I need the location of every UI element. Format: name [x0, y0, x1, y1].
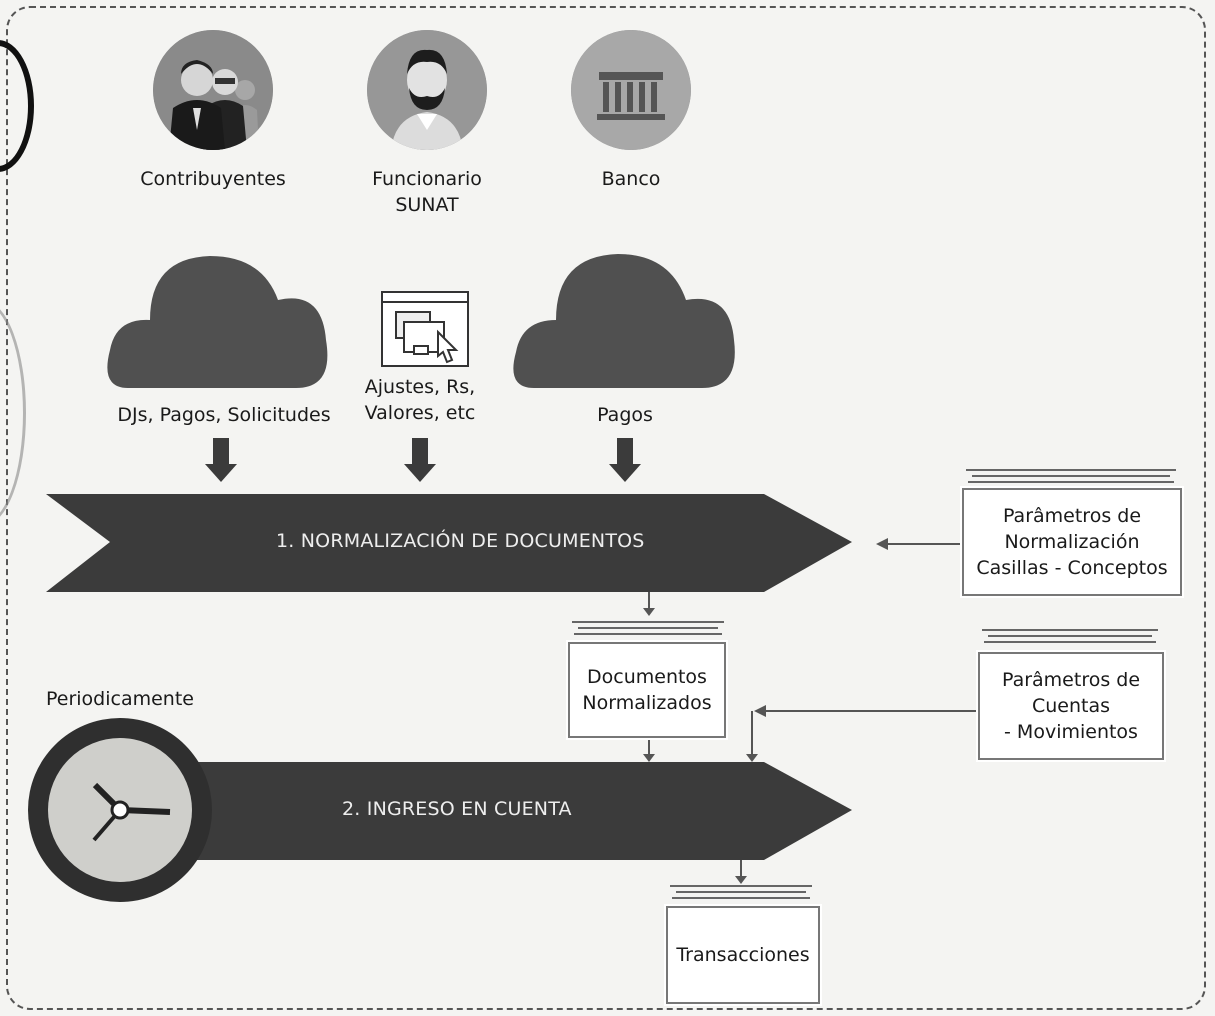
params-cuentas-label: Parâmetros de Cuentas - Movimientos [1001, 669, 1141, 743]
params-cuentas-box: Parâmetros de Cuentas - Movimientos [978, 652, 1164, 760]
clock-icon [28, 718, 212, 902]
diagram-frame [6, 6, 1206, 1010]
transacciones-label: Transacciones [676, 944, 810, 966]
stage2-label: 2. INGRESO EN CUENTA [342, 798, 572, 820]
periodicamente-label: Periodicamente [46, 688, 194, 710]
banco-label: Banco [601, 168, 661, 190]
cloud-icon [513, 254, 735, 388]
documentos-normalizados-label: Documentos Normalizados [582, 666, 712, 714]
channel-label-funcionario: Ajustes, Rs, Valores, etc [364, 376, 476, 424]
browser-window-icon [381, 291, 469, 367]
stage1-label: 1. NORMALIZACIÓN DE DOCUMENTOS [276, 530, 645, 552]
funcionario-label: Funcionario SUNAT [372, 168, 482, 216]
stage2-banner [120, 762, 852, 860]
funcionario-icon [367, 30, 487, 150]
stage1-banner [46, 494, 852, 592]
contribuyentes-icon [153, 30, 273, 150]
documentos-normalizados-box: Documentos Normalizados [568, 642, 726, 738]
channel-label-contribuyentes: DJs, Pagos, Solicitudes [117, 404, 331, 426]
params-normalizacion-box: Parâmetros de Normalización Casillas - C… [962, 488, 1182, 596]
down-arrow-icon [609, 438, 641, 482]
contribuyentes-label: Contribuyentes [140, 168, 286, 190]
banco-icon [571, 30, 691, 150]
params-normalizacion-label: Parâmetros de Normalización Casillas - C… [976, 505, 1168, 579]
cloud-icon [107, 256, 328, 388]
channel-label-banco: Pagos [597, 404, 653, 426]
down-arrow-icon [404, 438, 436, 482]
transacciones-box: Transacciones [666, 906, 820, 1004]
down-arrow-icon [205, 438, 237, 482]
